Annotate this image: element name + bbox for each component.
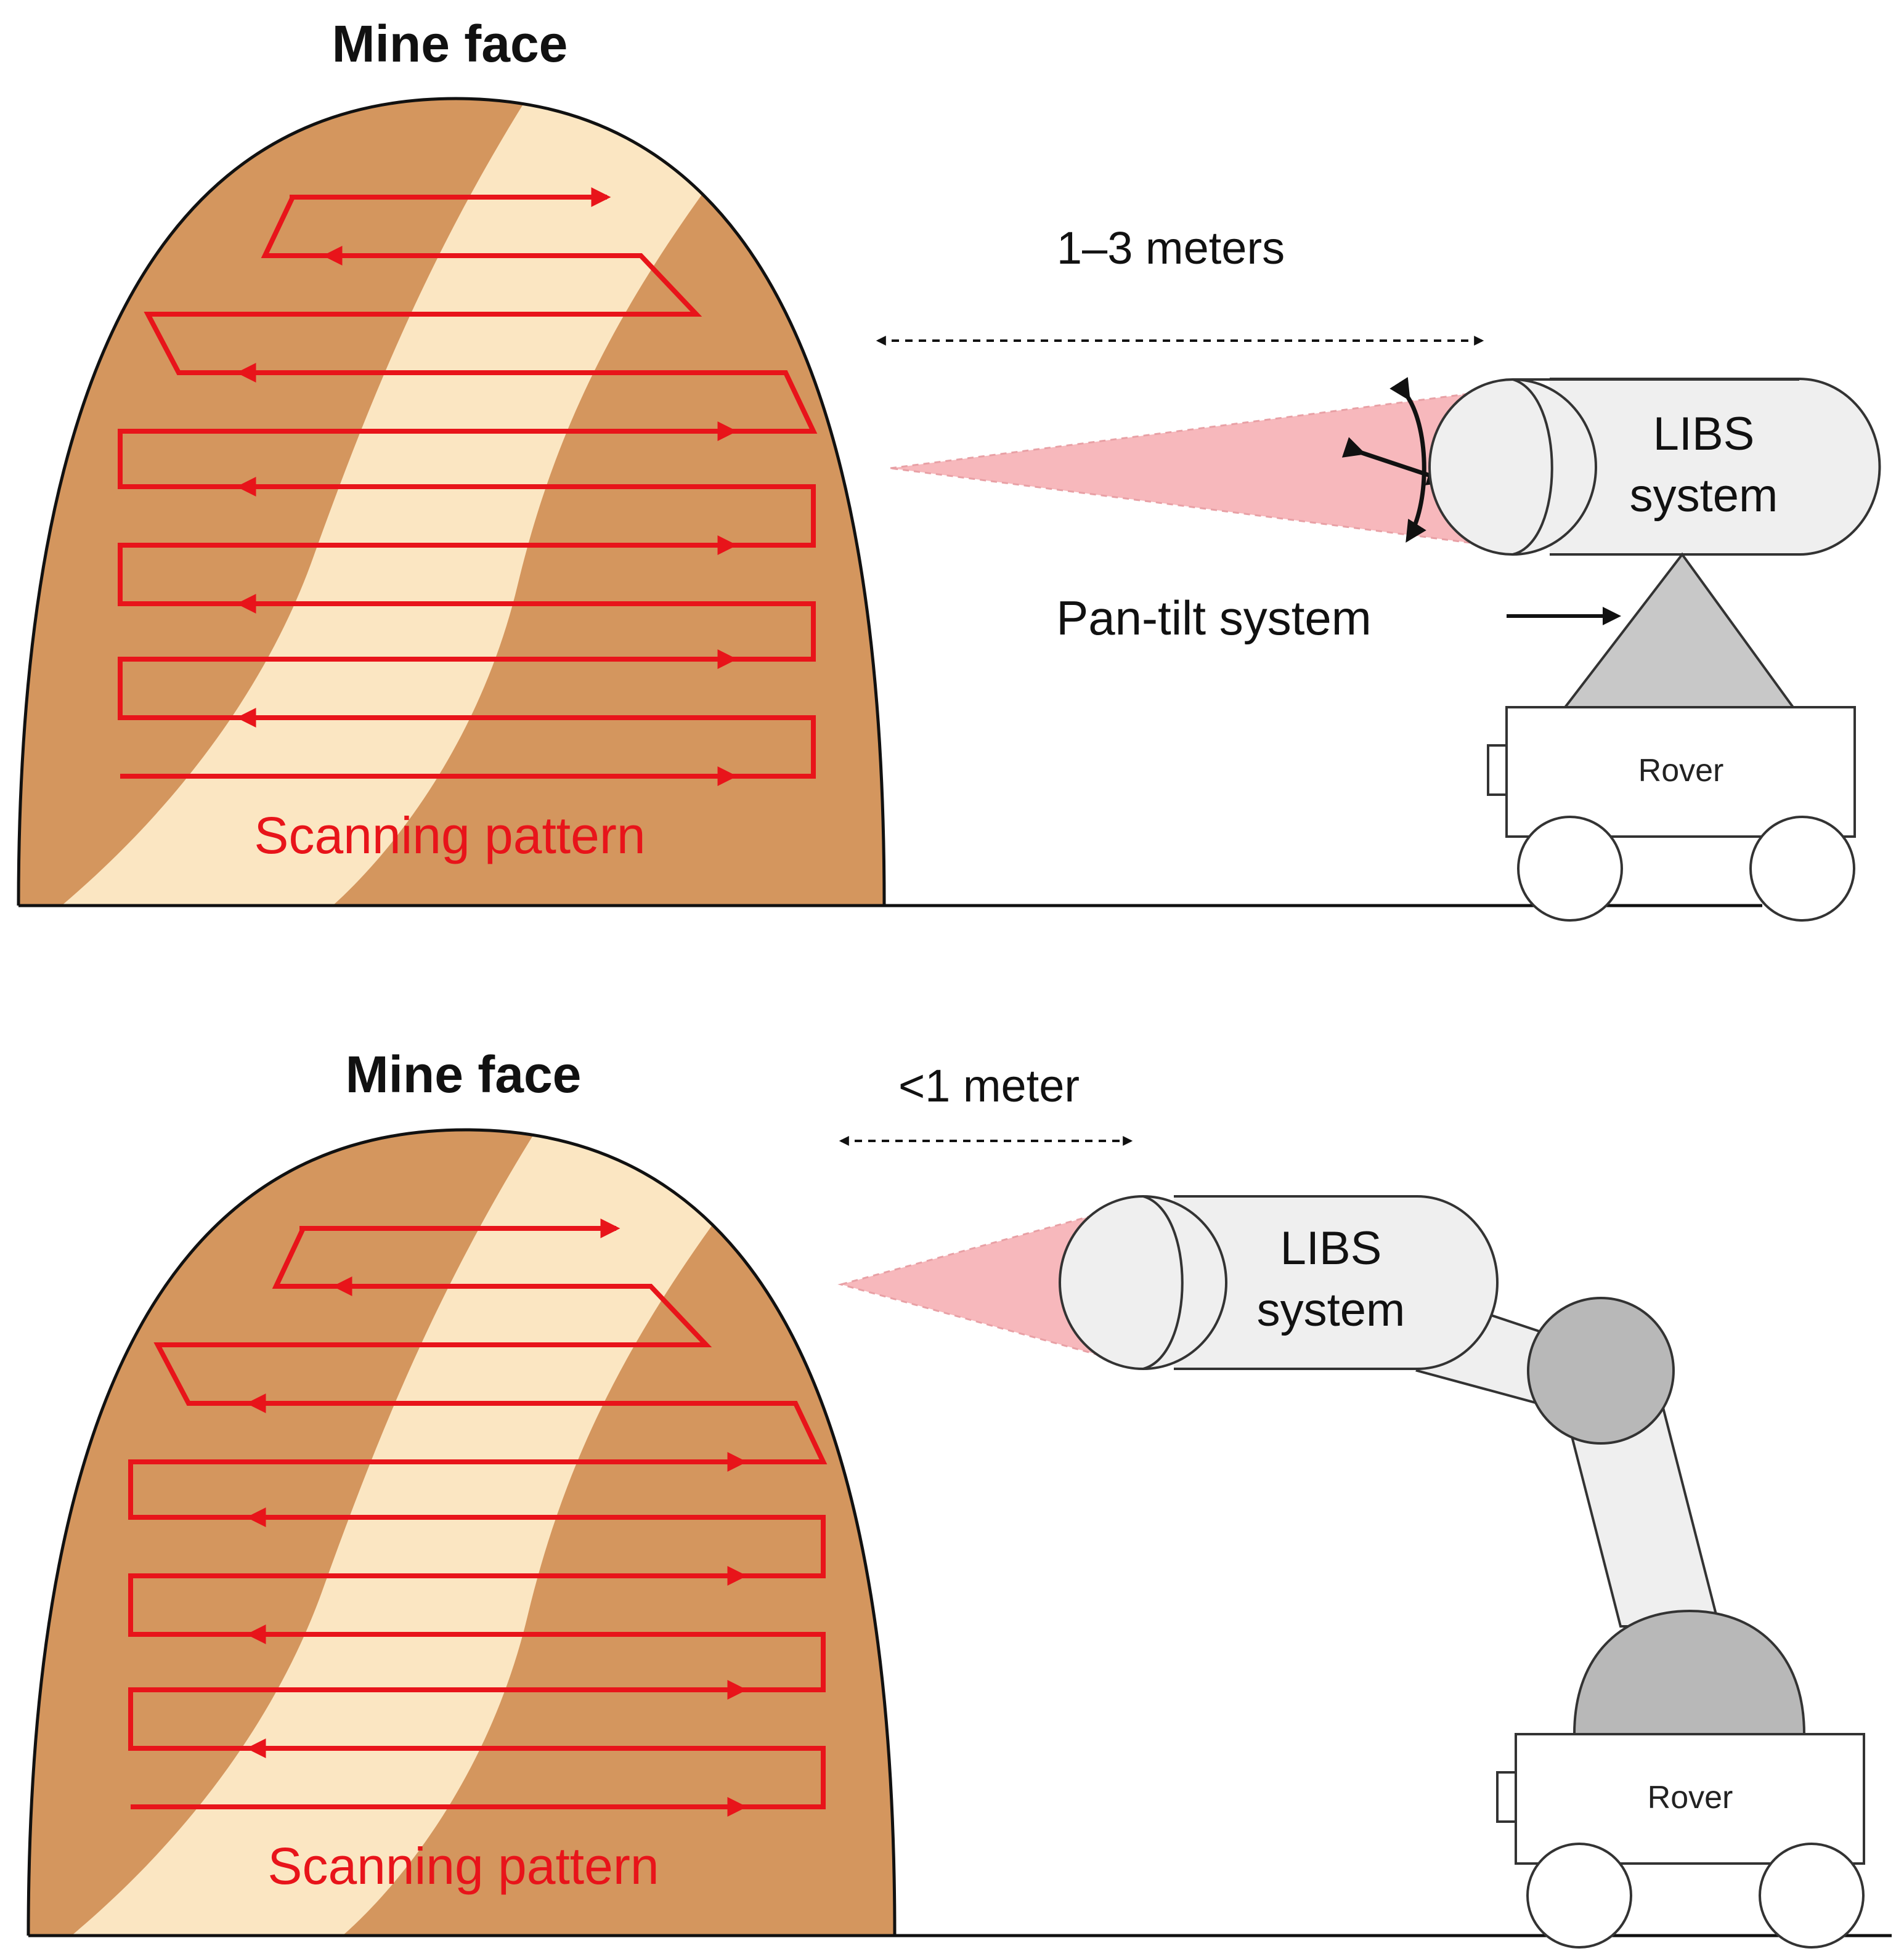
scanning-pattern-label: Scanning pattern xyxy=(254,806,645,864)
base-joint xyxy=(1572,1609,1806,1735)
libs-label-line2: system xyxy=(1257,1284,1406,1336)
panel-top: Mine face Scanning pattern 1–3 meters xyxy=(17,15,1881,922)
ore-vein xyxy=(62,99,727,906)
rover: Rover xyxy=(1496,1733,1865,1949)
libs-label-line2: system xyxy=(1630,469,1778,522)
libs-system: LIBS system xyxy=(1059,1195,1499,1370)
laser-beam xyxy=(837,1203,1135,1366)
libs-system: LIBS system xyxy=(1428,378,1881,556)
scanning-pattern-path xyxy=(118,187,818,786)
pan-tilt-label: Pan-tilt system xyxy=(1056,591,1371,645)
mine-face-rock xyxy=(17,97,886,906)
panel-bottom: Mine face Scanning pattern <1 meter xyxy=(26,1045,1892,1949)
mine-face-title: Mine face xyxy=(346,1045,582,1103)
robotic-arm xyxy=(1415,1297,1806,1735)
mine-face-rock xyxy=(26,1128,897,1936)
distance-label: 1–3 meters xyxy=(1057,222,1285,274)
elbow-joint xyxy=(1527,1297,1675,1445)
distance-label: <1 meter xyxy=(898,1060,1080,1111)
ore-vein xyxy=(71,1130,737,1936)
scanning-pattern-label: Scanning pattern xyxy=(267,1837,659,1895)
mine-face-title: Mine face xyxy=(332,15,568,73)
pan-tilt-mount xyxy=(1562,552,1796,708)
rover-label: Rover xyxy=(1638,753,1724,789)
rover: Rover xyxy=(1487,706,1856,922)
rover-label: Rover xyxy=(1648,1780,1733,1815)
libs-label-line1: LIBS xyxy=(1653,408,1755,460)
libs-label-line1: LIBS xyxy=(1280,1222,1382,1275)
scanning-pattern-path xyxy=(128,1219,828,1817)
laser-beam xyxy=(890,388,1505,548)
